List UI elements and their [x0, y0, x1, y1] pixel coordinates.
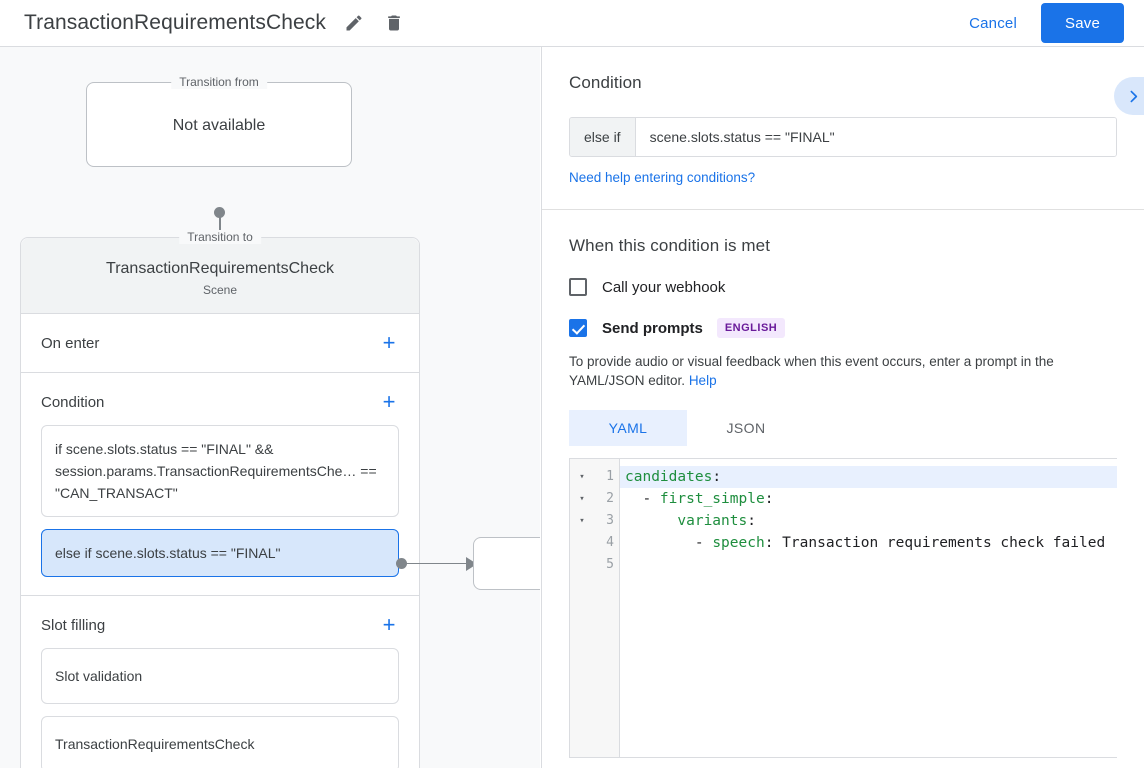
condition-item-selected[interactable]: else if scene.slots.status == "FINAL"	[41, 529, 399, 577]
fold-marker[interactable]: ▾	[579, 472, 585, 482]
call-webhook-label: Call your webhook	[602, 278, 726, 296]
section-title-on-enter: On enter	[41, 334, 100, 352]
section-condition: Condition + if scene.slots.status == "FI…	[21, 373, 419, 596]
send-prompts-checkbox[interactable]	[569, 319, 587, 337]
cancel-button[interactable]: Cancel	[955, 7, 1031, 40]
code-punct: :	[764, 535, 774, 551]
editor-fold-gutter[interactable]: ▾ ▾ ▾	[570, 459, 594, 757]
code-key: variants	[677, 513, 748, 529]
send-prompts-option-row: Send prompts ENGLISH	[569, 318, 1117, 338]
code-line	[620, 554, 1117, 576]
tab-yaml[interactable]: YAML	[569, 410, 687, 446]
app-header: TransactionRequirementsCheck Cancel Save	[0, 0, 1144, 47]
section-title-slot-filling: Slot filling	[41, 616, 106, 634]
flow-canvas[interactable]: Transition from Not available Transition…	[0, 47, 540, 768]
editor-format-tabs: YAML JSON	[569, 410, 1117, 446]
chevron-right-icon[interactable]	[1114, 77, 1144, 115]
transition-to-subtitle: Scene	[202, 283, 238, 297]
slot-filling-item[interactable]: Slot validation	[41, 648, 399, 704]
code-line: - first_simple:	[620, 488, 1117, 510]
section-header: Slot filling +	[41, 614, 399, 636]
fold-marker	[570, 554, 594, 576]
editor-line-numbers: 1 2 3 4 5	[594, 459, 620, 757]
canvas-inner: Transition from Not available Transition…	[0, 47, 540, 768]
pencil-icon[interactable]	[342, 11, 366, 35]
condition-input[interactable]	[635, 118, 1116, 156]
condition-input-row: else if	[569, 117, 1117, 157]
editor-code-area[interactable]: candidates: - first_simple: variants: - …	[620, 459, 1117, 757]
page-title: TransactionRequirementsCheck	[24, 11, 326, 34]
transition-to-legend: Transition to	[179, 230, 261, 244]
section-title-condition: Condition	[41, 393, 105, 411]
line-number: 5	[606, 557, 614, 572]
code-punct: :	[712, 469, 722, 485]
code-line: - speech: Transaction requirements check…	[620, 532, 1117, 554]
code-key: speech	[712, 535, 765, 551]
language-badge: ENGLISH	[716, 318, 786, 338]
transition-to-node: Transition to TransactionRequirementsChe…	[20, 230, 420, 768]
when-met-heading: When this condition is met	[569, 236, 771, 255]
edge-line	[404, 562, 470, 564]
details-panel: Condition else if Need help entering con…	[541, 47, 1144, 768]
condition-heading: Condition	[569, 73, 642, 92]
webhook-option-row: Call your webhook	[569, 278, 1117, 296]
call-webhook-checkbox[interactable]	[569, 278, 587, 296]
transition-from-node[interactable]: Transition from Not available	[86, 75, 352, 167]
transition-to-title: TransactionRequirementsCheck	[106, 260, 334, 277]
description-text: To provide audio or visual feedback when…	[569, 354, 1054, 388]
section-on-enter: On enter +	[21, 314, 419, 373]
fold-marker	[570, 532, 594, 554]
condition-prefix-label: else if	[570, 118, 636, 156]
help-link[interactable]: Help	[688, 373, 717, 388]
send-prompts-description: To provide audio or visual feedback when…	[569, 352, 1117, 390]
tab-json[interactable]: JSON	[726, 420, 766, 436]
add-on-enter-button[interactable]: +	[382, 330, 396, 355]
transition-from-value: Not available	[172, 117, 266, 134]
edge-source-dot	[396, 558, 407, 569]
section-header: On enter +	[41, 332, 399, 354]
code-punct: :	[747, 513, 756, 529]
add-condition-button[interactable]: +	[382, 389, 396, 414]
slot-filling-item[interactable]: TransactionRequirementsCheck	[41, 716, 399, 768]
line-number: 3	[606, 513, 614, 528]
send-prompts-label: Send prompts	[602, 319, 703, 337]
fold-marker[interactable]: ▾	[579, 494, 585, 504]
code-editor[interactable]: ▾ ▾ ▾ 1 2 3 4 5 candidates: - first_simp…	[569, 458, 1117, 758]
condition-item[interactable]: if scene.slots.status == "FINAL" && sess…	[41, 425, 399, 517]
transition-from-legend: Transition from	[171, 75, 267, 89]
code-punct: :	[764, 491, 774, 507]
line-number: 4	[606, 535, 614, 550]
condition-help-link[interactable]: Need help entering conditions?	[569, 170, 756, 185]
trash-icon[interactable]	[382, 11, 406, 35]
code-value: Transaction requirements check failed	[773, 535, 1106, 551]
code-key: candidates	[625, 469, 713, 485]
code-indent: -	[625, 491, 660, 507]
fold-marker[interactable]: ▾	[579, 516, 585, 526]
code-line: candidates:	[620, 466, 1117, 488]
transition-to-header[interactable]: Transition to TransactionRequirementsChe…	[21, 230, 419, 314]
code-indent	[625, 513, 677, 529]
section-slot-filling: Slot filling + Slot validation Transacti…	[21, 596, 419, 768]
save-button[interactable]: Save	[1041, 3, 1124, 43]
line-number: 1	[606, 469, 614, 484]
when-condition-met-section: When this condition is met Call your web…	[542, 210, 1144, 768]
code-line: variants:	[620, 510, 1117, 532]
edge-arrow	[466, 557, 477, 571]
line-number: 2	[606, 491, 614, 506]
target-node-stub[interactable]	[473, 537, 540, 590]
code-key: first_simple	[659, 491, 765, 507]
condition-section: Condition else if Need help entering con…	[542, 47, 1144, 210]
code-indent: -	[625, 535, 713, 551]
add-slot-filling-button[interactable]: +	[382, 612, 396, 637]
section-header: Condition +	[41, 391, 399, 413]
